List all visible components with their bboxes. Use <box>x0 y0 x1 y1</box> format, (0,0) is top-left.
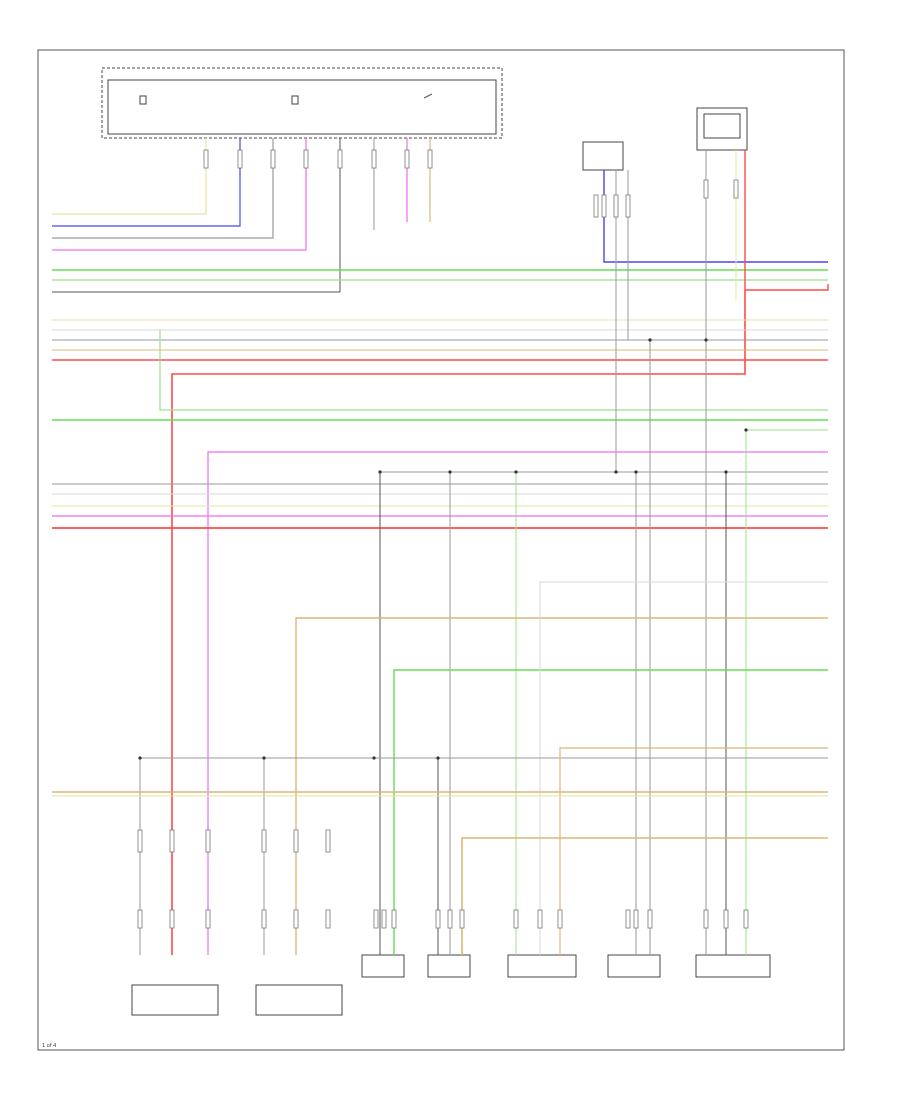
connector-pin <box>625 909 631 929</box>
component-sensor-2 <box>255 984 343 1016</box>
wire-lightgreen <box>159 330 828 411</box>
connector-pin <box>293 909 299 929</box>
connector-pin <box>633 909 639 929</box>
connector-pin <box>303 149 309 169</box>
connector-pin <box>261 829 267 853</box>
splice-point <box>448 470 452 474</box>
wire-layer <box>52 138 829 955</box>
connector-pin <box>404 149 410 169</box>
wire-orange <box>559 747 828 955</box>
wire-blue <box>52 138 241 227</box>
connector-pin <box>381 909 387 929</box>
splice-point <box>724 470 728 474</box>
wire-white <box>539 581 828 955</box>
connector-pin <box>733 179 739 199</box>
component-top-right-b <box>696 107 748 151</box>
connector-pin <box>647 909 653 929</box>
wire-blue <box>603 170 828 263</box>
connector-pin <box>203 149 209 169</box>
splice-point <box>262 756 266 760</box>
splice-point <box>138 756 142 760</box>
component-sensor-7 <box>695 954 771 978</box>
connector-pin <box>237 149 243 169</box>
connector-pin <box>137 829 143 853</box>
connector-pin <box>447 909 453 929</box>
connector-pin <box>325 829 331 853</box>
component-top-right-a <box>582 141 624 171</box>
wire-red <box>171 290 746 955</box>
connector-pin <box>205 909 211 929</box>
wire-pink <box>52 138 307 251</box>
splice-point <box>372 756 376 760</box>
splice-point <box>514 470 518 474</box>
wire-grey <box>52 138 274 239</box>
wire-orange <box>295 617 828 955</box>
connector-pin <box>625 194 631 218</box>
wire-yellow <box>52 138 207 215</box>
wire-pink <box>207 451 828 955</box>
connector-pin <box>169 829 175 853</box>
connector-pin <box>373 909 379 929</box>
wire-orange <box>461 837 828 955</box>
splice-point <box>436 756 440 760</box>
wire-green <box>393 669 828 955</box>
component-sensor-3 <box>361 954 405 978</box>
connector-pin <box>459 909 465 929</box>
connector-pin <box>293 829 299 853</box>
connector-pin <box>261 909 267 929</box>
connector-pin <box>427 149 433 169</box>
component-sensor-1 <box>131 984 219 1016</box>
connector-pin <box>337 149 343 169</box>
connector-pin <box>557 909 563 929</box>
connector-pin <box>703 179 709 199</box>
page-number: 1 of 4 <box>42 1043 56 1049</box>
splice-point <box>744 428 748 432</box>
bottom-components <box>131 954 771 1016</box>
connector-pin <box>613 194 619 218</box>
connector-pin <box>703 909 709 929</box>
component-sensor-5 <box>507 954 577 978</box>
splice-point <box>378 470 382 474</box>
splice-point <box>648 338 652 342</box>
connector-pin <box>325 909 331 929</box>
connector-pin <box>743 909 749 929</box>
connector-pin <box>169 909 175 929</box>
splice-point <box>704 338 708 342</box>
connector-pin <box>371 149 377 169</box>
connector-pin <box>723 909 729 929</box>
connector-pin <box>270 149 276 169</box>
instrument-cluster <box>101 67 503 139</box>
splice-point <box>614 470 618 474</box>
component-sensor-4 <box>427 954 471 978</box>
connector-pin <box>391 909 397 929</box>
connector-pin <box>601 194 607 218</box>
connector-pin <box>137 909 143 929</box>
wire-red <box>744 150 829 291</box>
connector-pin <box>593 194 599 218</box>
splice-point <box>634 470 638 474</box>
connector-pin <box>435 909 441 929</box>
connector-pin <box>537 909 543 929</box>
connector-pin <box>205 829 211 853</box>
connector-stub-layer <box>137 149 749 929</box>
component-sensor-6 <box>607 954 661 978</box>
connector-pin <box>513 909 519 929</box>
diagram-frame <box>37 49 845 1051</box>
